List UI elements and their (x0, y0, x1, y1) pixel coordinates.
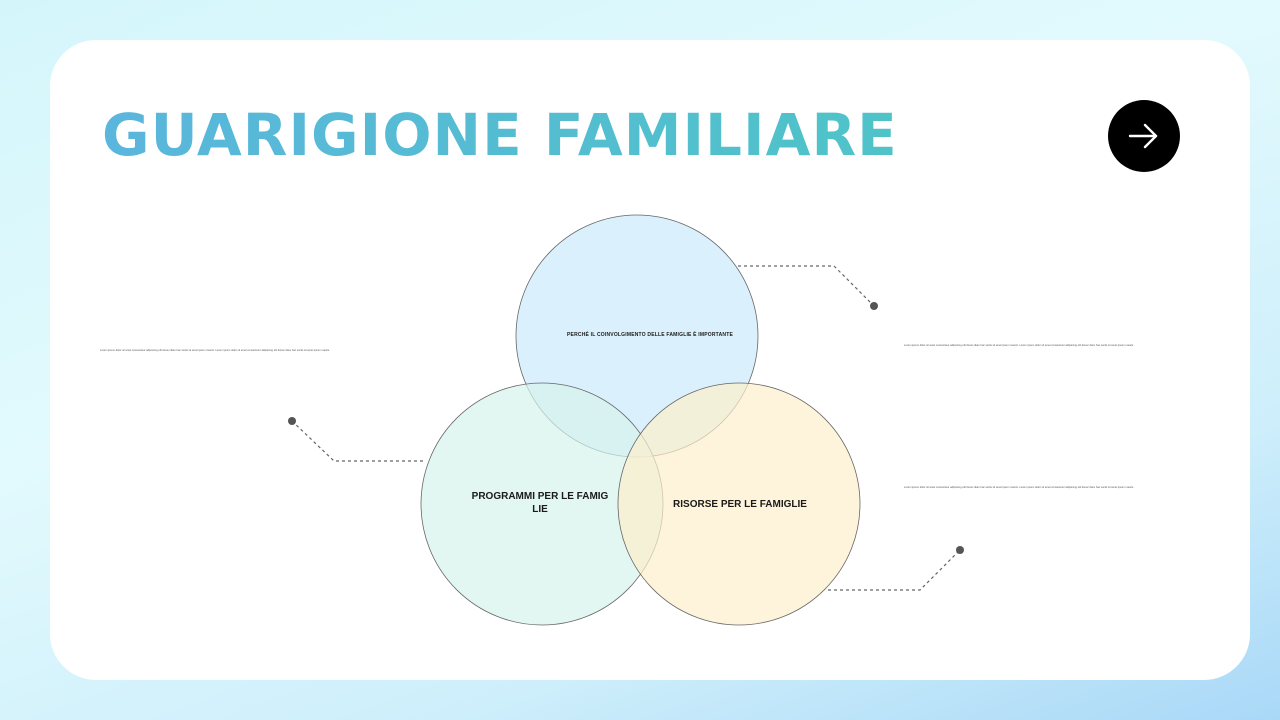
description-right-bottom: Lorem ipsum dolor sit amet consectetur a… (904, 486, 1134, 489)
connector-dot-top-right (870, 302, 878, 310)
next-button[interactable] (1108, 100, 1180, 172)
connector-dot-bottom-right (956, 546, 964, 554)
venn-label-left: PROGRAMMI PER LE FAMIGLIE (471, 491, 609, 515)
connector-top-right (738, 265, 875, 307)
connector-left (291, 420, 426, 462)
venn-diagram (288, 214, 964, 626)
slide-title: GUARIGIONE FAMILIARE (102, 101, 898, 169)
description-left: Lorem ipsum dolor sit amet consectetur a… (100, 349, 330, 352)
arrow-right-icon (1128, 123, 1158, 149)
description-right-top: Lorem ipsum dolor sit amet consectetur a… (904, 344, 1134, 347)
venn-label-right: RISORSE PER LE FAMIGLIE (673, 499, 807, 510)
connector-bottom-right (828, 549, 961, 591)
connector-dot-left (288, 417, 296, 425)
venn-label-top: PERCHÉ IL COINVOLGIMENTO DELLE FAMIGLIE … (567, 332, 733, 338)
venn-circle-right (617, 382, 861, 626)
slide-card: GUARIGIONE FAMILIARE PERCHÉ IL COINVOLGI… (50, 40, 1250, 680)
